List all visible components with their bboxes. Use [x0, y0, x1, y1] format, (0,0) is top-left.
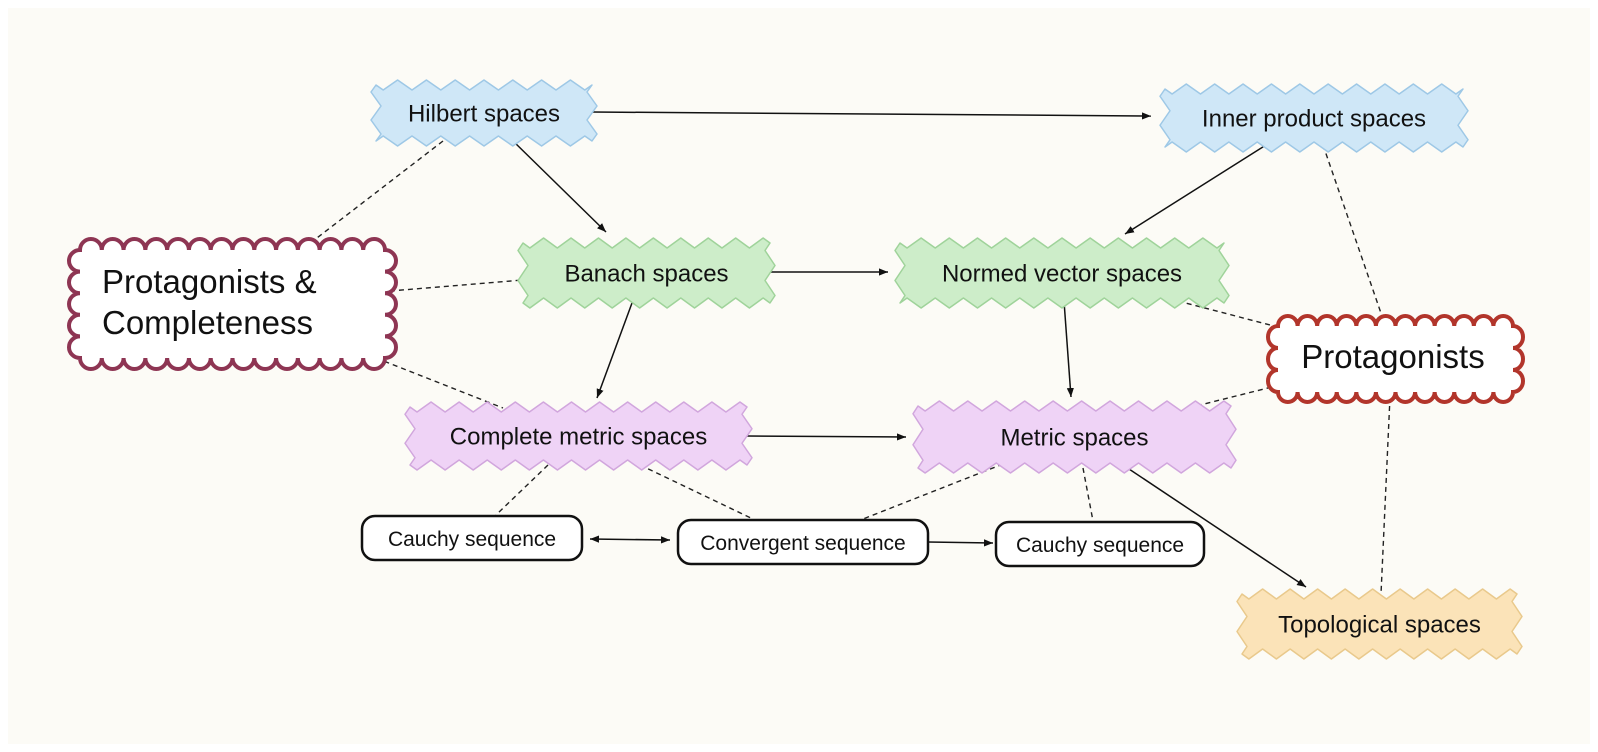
node-complete-metric-spaces[interactable]: Complete metric spaces	[404, 401, 753, 471]
dashed-link	[375, 357, 504, 409]
diagram-svg: Hilbert spaces Inner product spacesBanach…	[67, 79, 1525, 660]
node-cauchy-sequence-right[interactable]: Cauchy sequence	[994, 520, 1206, 568]
node-label: Convergent sequence	[700, 532, 905, 555]
dashed-link	[389, 279, 524, 292]
dashed-link	[1177, 300, 1275, 327]
arrow-hilbert-to-banach	[510, 138, 607, 233]
node-label: Cauchy sequence	[1016, 534, 1184, 557]
arrow-complete-to-metric	[746, 433, 907, 441]
node-topological-spaces[interactable]: Topological spaces	[1236, 588, 1523, 660]
arrow-normed-to-metric	[1063, 300, 1074, 398]
dashed-link	[862, 463, 1004, 520]
cloud-label-line2: Completeness	[102, 304, 313, 341]
node-inner-product-spaces[interactable]: Inner product spaces	[1159, 83, 1469, 153]
dashed-links	[312, 140, 1391, 595]
node-metric-spaces[interactable]: Metric spaces	[912, 400, 1237, 474]
dashed-link	[495, 464, 549, 516]
concept-nodes: Hilbert spaces Inner product spacesBanach…	[370, 79, 1523, 660]
node-banach-spaces[interactable]: Banach spaces	[517, 237, 776, 309]
arrow-metric-to-topological	[1122, 464, 1307, 588]
cloud-protagonists[interactable]: Protagonists	[1266, 314, 1525, 404]
node-label: Normed vector spaces	[942, 261, 1182, 288]
arrow-cauchy-convergent	[589, 535, 671, 544]
cloud-label: Protagonists	[1301, 338, 1484, 375]
arrow-hilbert-to-inner	[591, 111, 1152, 120]
dashed-link	[1322, 144, 1384, 320]
node-label: Cauchy sequence	[388, 528, 556, 551]
node-convergent-sequence[interactable]: Convergent sequence	[676, 518, 930, 566]
arrow-inner-to-normed	[1124, 144, 1267, 235]
node-label: Metric spaces	[1000, 425, 1148, 452]
cloud-protagonists-completeness[interactable]: Protagonists & Completeness	[67, 237, 398, 371]
node-label: Topological spaces	[1278, 612, 1481, 639]
node-label: Inner product spaces	[1202, 106, 1426, 133]
dashed-link	[639, 464, 754, 520]
sequence-nodes: Cauchy sequence Convergent sequence Cauc…	[360, 514, 1206, 568]
solid-arrows	[510, 111, 1307, 588]
node-hilbert-spaces[interactable]: Hilbert spaces	[370, 79, 598, 147]
dashed-link	[312, 140, 444, 242]
node-cauchy-sequence-left[interactable]: Cauchy sequence	[360, 514, 584, 562]
cloud-label-line1: Protagonists &	[102, 263, 317, 300]
arrow-convergent-to-cauchy	[927, 539, 994, 547]
node-label: Hilbert spaces	[408, 101, 560, 128]
cloud-nodes: Protagonists & Completeness Protagonists	[67, 237, 1525, 404]
node-label: Banach spaces	[564, 261, 728, 288]
dashed-link	[1187, 385, 1277, 409]
arrow-banach-to-complete	[596, 302, 633, 399]
dashed-link	[1380, 396, 1391, 595]
node-label: Complete metric spaces	[450, 424, 707, 451]
node-normed-vector-spaces[interactable]: Normed vector spaces	[894, 237, 1230, 309]
dashed-link	[1082, 467, 1094, 522]
